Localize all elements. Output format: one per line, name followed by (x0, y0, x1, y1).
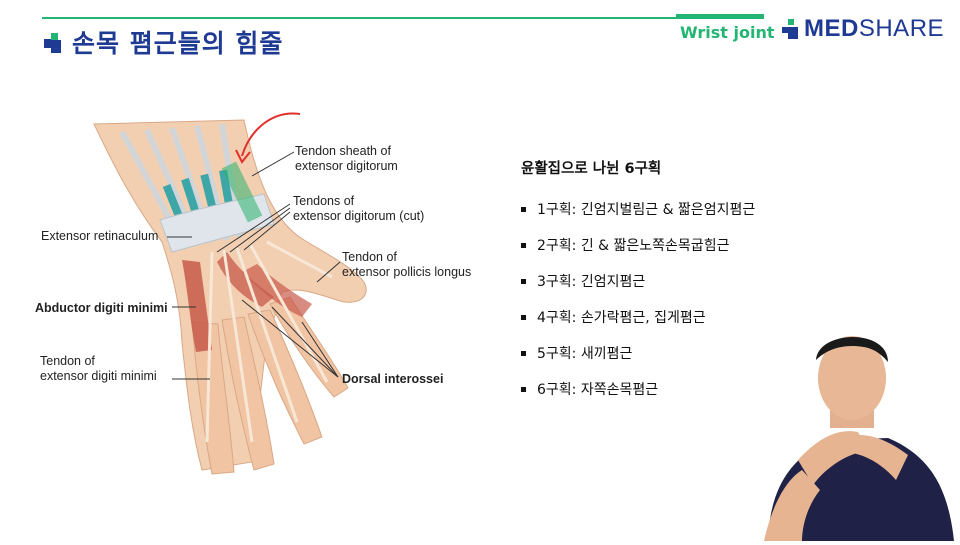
page-title: 손목 폄근들의 힘줄 (72, 29, 284, 58)
title-mark-icon (44, 31, 66, 53)
title-area: 손목 폄근들의 힘줄 (44, 24, 283, 60)
compartment-list: 1구획: 긴엄지벌림근 & 짧은엄지폄근 2구획: 긴 & 짧은노쪽손목굽힘근 … (521, 191, 755, 407)
hand-illustration (93, 112, 367, 475)
section-tag: Wrist joint (680, 23, 775, 42)
wrist-anatomy-figure: Tendon sheath of extensor digitorum Tend… (12, 92, 512, 492)
top-rule (42, 17, 764, 19)
label-abductor: Abductor digiti minimi (35, 301, 168, 315)
presenter-figure (764, 336, 954, 541)
bullet-icon (521, 242, 526, 248)
logo-text-regular: SHARE (858, 15, 945, 42)
label-pollicis-longus: Tendon of extensor pollicis longus (342, 250, 472, 279)
top-rule-accent (676, 14, 764, 19)
list-item-text: 2구획: 긴 & 짧은노쪽손목굽힘근 (537, 238, 730, 254)
logo-text-bold: MED (804, 15, 859, 42)
label-interossei: Dorsal interossei (342, 372, 444, 386)
bullet-icon (521, 314, 526, 320)
list-item-text: 3구획: 긴엄지폄근 (537, 274, 646, 290)
list-item-text: 4구획: 손가락폄근, 집게폄근 (537, 310, 706, 326)
presenter-video-overlay (758, 320, 960, 541)
list-item-text: 1구획: 긴엄지벌림근 & 짧은엄지폄근 (537, 202, 756, 218)
bullet-icon (521, 278, 526, 284)
label-digiti-minimi: Tendon of extensor digiti minimi (40, 354, 157, 383)
logo-text: MEDSHARE (804, 15, 944, 43)
list-item: 4구획: 손가락폄근, 집게폄근 (521, 299, 755, 335)
label-tendons-cut: Tendons of extensor digitorum (cut) (293, 194, 425, 223)
label-tendon-sheath: Tendon sheath of extensor digitorum (295, 144, 398, 173)
list-item: 5구획: 새끼폄근 (521, 335, 755, 371)
list-item: 6구획: 자쪽손목폄근 (521, 371, 755, 407)
bullet-icon (521, 350, 526, 356)
list-item: 1구획: 긴엄지벌림근 & 짧은엄지폄근 (521, 191, 755, 227)
list-item: 3구획: 긴엄지폄근 (521, 263, 755, 299)
list-heading: 윤활집으로 나뉜 6구획 (521, 161, 662, 177)
medshare-logo: MEDSHARE (782, 15, 944, 43)
medshare-logo-icon (782, 17, 802, 41)
list-item-text: 6구획: 자쪽손목폄근 (537, 382, 659, 398)
list-item-text: 5구획: 새끼폄근 (537, 346, 633, 362)
bullet-icon (521, 386, 526, 392)
label-retinaculum: Extensor retinaculum (41, 229, 159, 243)
list-item: 2구획: 긴 & 짧은노쪽손목굽힘근 (521, 227, 755, 263)
bullet-icon (521, 206, 526, 212)
